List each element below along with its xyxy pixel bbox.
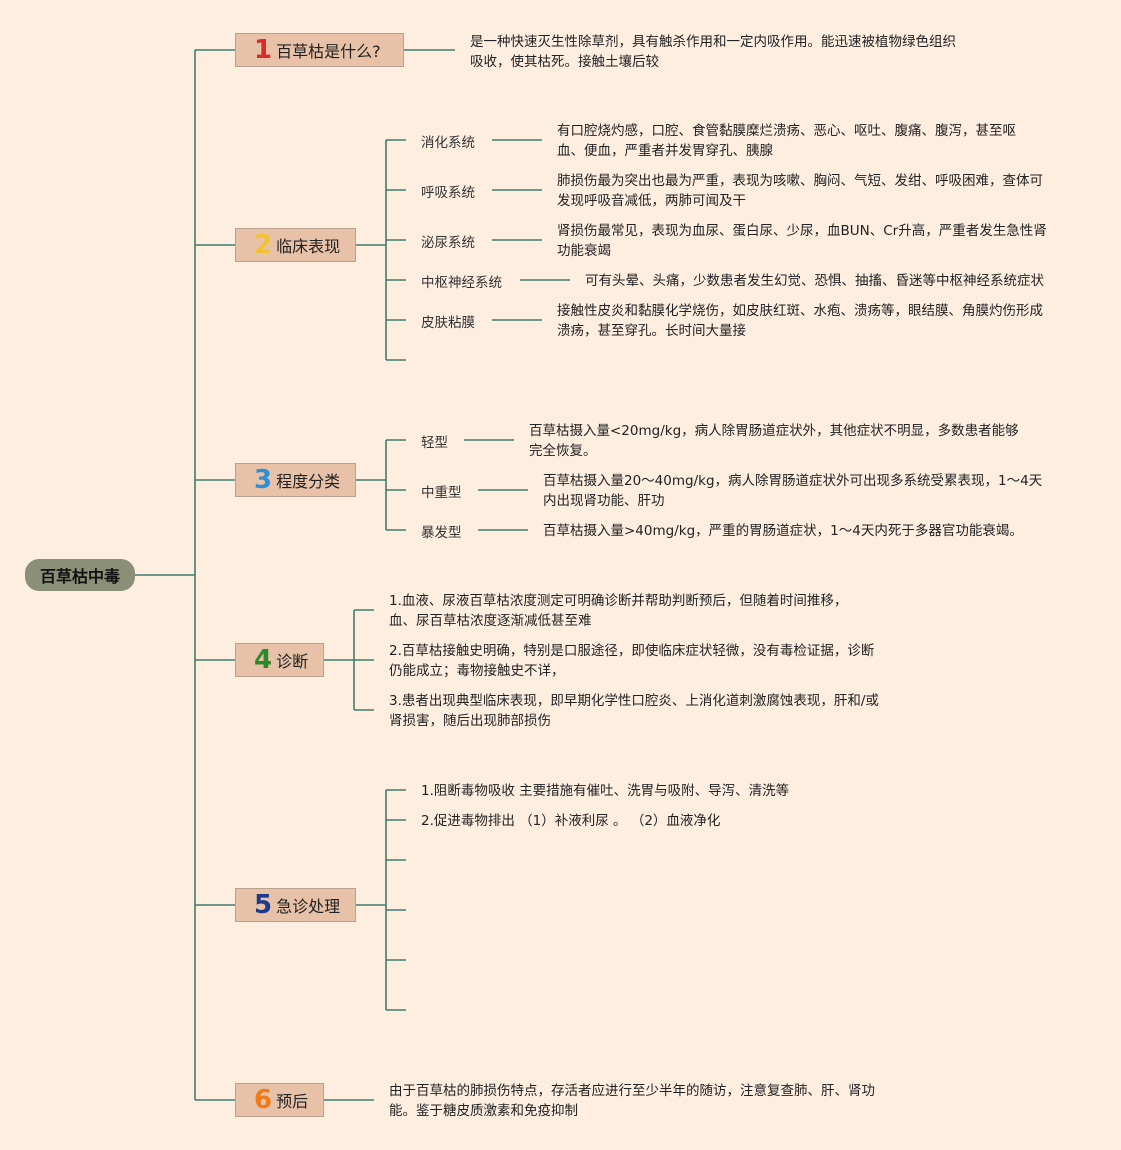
branch-6-node[interactable]: 6 预后 (235, 1083, 324, 1117)
item-fulminant-label[interactable]: 暴发型 (421, 525, 462, 541)
number-6-icon: 6 (254, 1085, 273, 1115)
branch-3-node[interactable]: 3 程度分类 (235, 463, 356, 497)
emergency-item-2: 2.促进毒物排出 （1）补液利尿 。 （2）血液净化 (421, 813, 721, 829)
item-moderate-text: 百草枯摄入量20～40mg/kg，病人除胃肠道症状外可出现多系统受累表现，1～4… (543, 473, 1043, 509)
branch-4-label: 诊断 (276, 652, 309, 671)
item-moderate-label[interactable]: 中重型 (421, 485, 462, 501)
branch-1-text: 是一种快速灭生性除草剂，具有触杀作用和一定内吸作用。能迅速被植物绿色组织吸收，使… (470, 34, 956, 70)
item-mild-label[interactable]: 轻型 (421, 435, 448, 451)
branch-5-label: 急诊处理 (276, 897, 341, 916)
item-urinary-text: 肾损伤最常见，表现为血尿、蛋白尿、少尿，血BUN、Cr升高，严重者发生急性肾功能… (557, 223, 1047, 259)
number-2-icon: 2 (254, 230, 273, 260)
number-4-icon: 4 (254, 645, 273, 675)
item-urinary-label[interactable]: 泌尿系统 (421, 235, 475, 251)
diagnosis-item-2: 2.百草枯接触史明确，特别是口服途径，即使临床症状轻微，没有毒检证据，诊断仍能成… (389, 643, 875, 679)
root-node[interactable]: 百草枯中毒 (25, 559, 135, 591)
branch-2-label: 临床表现 (276, 237, 341, 256)
item-digestive-text: 有口腔烧灼感，口腔、食管黏膜糜烂溃疡、恶心、呕吐、腹痛、腹泻，甚至呕血、便血，严… (557, 123, 1016, 159)
item-respiratory-label[interactable]: 呼吸系统 (421, 185, 475, 201)
number-3-icon: 3 (254, 465, 273, 495)
item-skin-text: 接触性皮炎和黏膜化学烧伤，如皮肤红斑、水疱、溃疡等，眼结膜、角膜灼伤形成溃疡，甚… (557, 303, 1043, 339)
item-digestive-label[interactable]: 消化系统 (421, 135, 475, 151)
emergency-item-1: 1.阻断毒物吸收 主要措施有催吐、洗胃与吸附、导泻、清洗等 (421, 783, 790, 799)
branch-1-label: 百草枯是什么? (276, 42, 381, 61)
branch-3-label: 程度分类 (276, 472, 341, 491)
diagnosis-item-3: 3.患者出现典型临床表现，即早期化学性口腔炎、上消化道刺激腐蚀表现，肝和/或肾损… (389, 693, 879, 729)
branch-4-node[interactable]: 4 诊断 (235, 643, 324, 677)
branch-1-node[interactable]: 1 百草枯是什么? (235, 33, 404, 67)
diagnosis-item-1: 1.血液、尿液百草枯浓度测定可明确诊断并帮助判断预后，但随着时间推移，血、尿百草… (389, 593, 848, 629)
item-respiratory-text: 肺损伤最为突出也最为严重，表现为咳嗽、胸闷、气短、发绀、呼吸困难，查体可发现呼吸… (557, 173, 1043, 209)
number-1-icon: 1 (254, 35, 273, 65)
number-5-icon: 5 (254, 890, 273, 920)
item-mild-text: 百草枯摄入量<20mg/kg，病人除胃肠道症状外，其他症状不明显，多数患者能够完… (529, 423, 1019, 459)
item-fulminant-text: 百草枯摄入量>40mg/kg，严重的胃肠道症状，1～4天内死于多器官功能衰竭。 (543, 523, 1023, 539)
item-skin-label[interactable]: 皮肤粘膜 (421, 315, 475, 331)
branch-2-node[interactable]: 2 临床表现 (235, 228, 356, 262)
item-cns-text: 可有头晕、头痛，少数患者发生幻觉、恐惧、抽搐、昏迷等中枢神经系统症状 (585, 273, 1044, 289)
branch-6-text: 由于百草枯的肺损伤特点，存活者应进行至少半年的随访，注意复查肺、肝、肾功能。鉴于… (389, 1083, 875, 1119)
item-cns-label[interactable]: 中枢神经系统 (421, 275, 502, 291)
branch-6-label: 预后 (276, 1092, 309, 1111)
branch-5-node[interactable]: 5 急诊处理 (235, 888, 356, 922)
